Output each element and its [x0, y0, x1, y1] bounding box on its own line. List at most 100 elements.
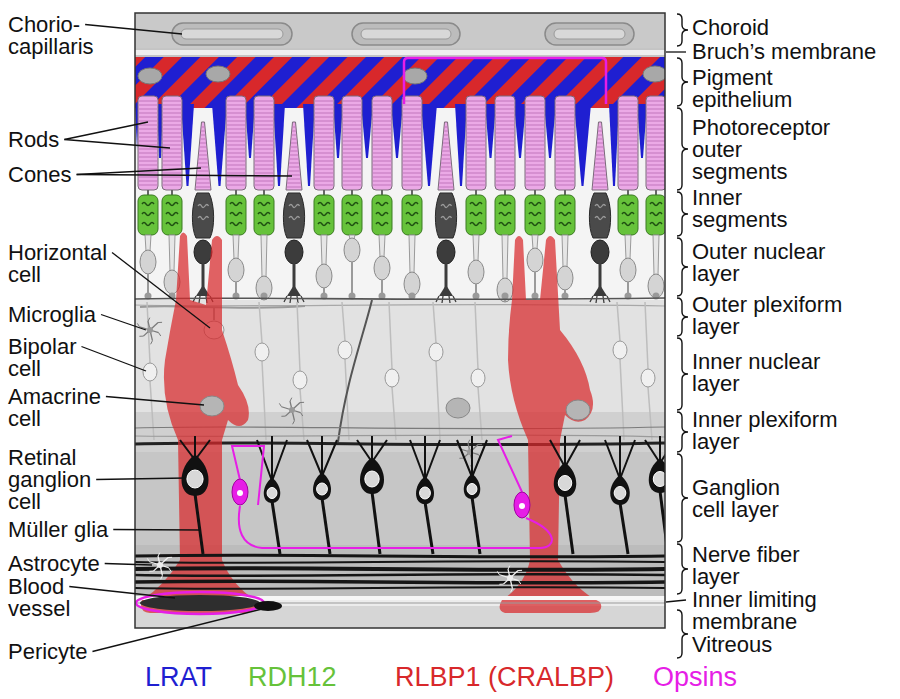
- rod-disc: [526, 104, 544, 105]
- mitochondrion: [318, 213, 330, 216]
- mitochondrion: [595, 217, 606, 220]
- mitochondrion: [166, 223, 178, 226]
- rod-disc: [619, 140, 637, 141]
- rod-disc: [163, 152, 181, 153]
- label-slot: Horizontal cell: [8, 242, 123, 286]
- rod-disc: [647, 128, 665, 129]
- part-label: Müller glia: [8, 519, 108, 541]
- mitochondrion: [198, 217, 209, 220]
- rod-disc: [556, 112, 574, 113]
- mitochondrion: [142, 223, 154, 226]
- rod-disc: [227, 136, 245, 137]
- rod-disc: [139, 184, 157, 185]
- mitochondrion: [622, 213, 634, 216]
- rod-disc: [163, 104, 181, 105]
- rod-disc: [163, 128, 181, 129]
- microglia-arm: [137, 323, 139, 326]
- rod-disc: [227, 160, 245, 161]
- cone-disc: [198, 162, 208, 163]
- rpe-process: [421, 104, 437, 186]
- rod-disc: [496, 104, 514, 105]
- rod-disc: [496, 148, 514, 149]
- rod-disc: [315, 176, 333, 177]
- label-slot: Ganglion cell layer: [692, 477, 807, 521]
- opsin-ganglion-cell: [232, 479, 248, 505]
- rpe-process: [212, 104, 227, 186]
- microglia: [137, 318, 162, 345]
- label-slot: Vitreous: [692, 634, 772, 656]
- rod-disc: [526, 112, 544, 113]
- rod-disc: [403, 156, 421, 157]
- rod-disc: [343, 136, 361, 137]
- rod-inner-segment: [342, 195, 362, 235]
- rod-disc: [526, 140, 544, 141]
- rod-disc: [496, 128, 514, 129]
- cone-inner-segment: [192, 193, 213, 238]
- label-slot: Bruch’s membrane: [692, 41, 876, 63]
- rod-disc: [163, 112, 181, 113]
- bipolar-axon: [300, 389, 304, 440]
- rod-spherule: [502, 293, 509, 300]
- rod-inner-segment: [138, 195, 158, 235]
- mitochondrion: [376, 213, 388, 216]
- cilium: [147, 190, 149, 195]
- nerve-fibre: [135, 561, 665, 563]
- rod-disc: [139, 104, 157, 105]
- part-label: Cones: [8, 164, 72, 186]
- cone-disc: [199, 150, 207, 151]
- cone-disc: [200, 146, 207, 147]
- rod-disc: [556, 176, 574, 177]
- ganglion-nucleus: [467, 484, 477, 495]
- mitochondrion: [142, 213, 154, 216]
- layer-bracket: [677, 338, 688, 410]
- layer-bracket: [677, 412, 688, 452]
- rod-neck: [145, 235, 151, 251]
- rod-outer-segment: [525, 96, 545, 190]
- cilium: [323, 190, 325, 195]
- opsin-cell-dendrite: [232, 436, 552, 548]
- rod-nucleus: [468, 260, 484, 284]
- rod-disc: [373, 116, 391, 117]
- astrocyte-arm: [147, 558, 149, 561]
- mitochondrion: [650, 223, 662, 226]
- bipolar-dendrite: [433, 302, 436, 343]
- mitochondrion: [258, 223, 270, 226]
- rod-disc: [556, 104, 574, 105]
- rod-inner-segment: [402, 195, 422, 235]
- microglia-arm: [468, 440, 470, 444]
- rod-disc: [619, 152, 637, 153]
- rod-disc: [315, 132, 333, 133]
- rod-disc: [526, 152, 544, 153]
- rod-disc: [163, 140, 181, 141]
- mitochondrion: [258, 213, 270, 216]
- rod-disc: [647, 140, 665, 141]
- amacrine-cell: [566, 400, 590, 420]
- panel-frame: [135, 13, 665, 628]
- rod-disc: [619, 100, 637, 101]
- rod-disc: [496, 176, 514, 177]
- rod-disc: [139, 120, 157, 121]
- ganglion-nucleus: [653, 472, 665, 487]
- cone-disc: [445, 126, 448, 127]
- rod-disc: [647, 132, 665, 133]
- ganglion-dendrite: [645, 436, 665, 463]
- layer-label: Nerve fiber layer: [692, 544, 832, 588]
- rod-disc: [139, 100, 157, 101]
- rpe-process: [574, 104, 591, 186]
- rod-disc: [403, 120, 421, 121]
- astrocyte-arm: [499, 584, 503, 585]
- rod-neck: [502, 235, 508, 279]
- rod-outer-segment: [138, 96, 158, 190]
- mitochondrion: [166, 203, 178, 206]
- cone-disc: [201, 130, 205, 131]
- label-slot: Chorio- capillaris: [8, 14, 103, 58]
- rod-disc: [619, 156, 637, 157]
- cone-disc: [443, 146, 450, 147]
- rod-disc: [163, 144, 181, 145]
- rod-nucleus: [316, 264, 332, 288]
- rod-disc: [255, 136, 273, 137]
- rod-disc: [315, 184, 333, 185]
- cone-disc: [289, 166, 300, 167]
- mitochondrion: [346, 213, 358, 216]
- rod-disc: [556, 132, 574, 133]
